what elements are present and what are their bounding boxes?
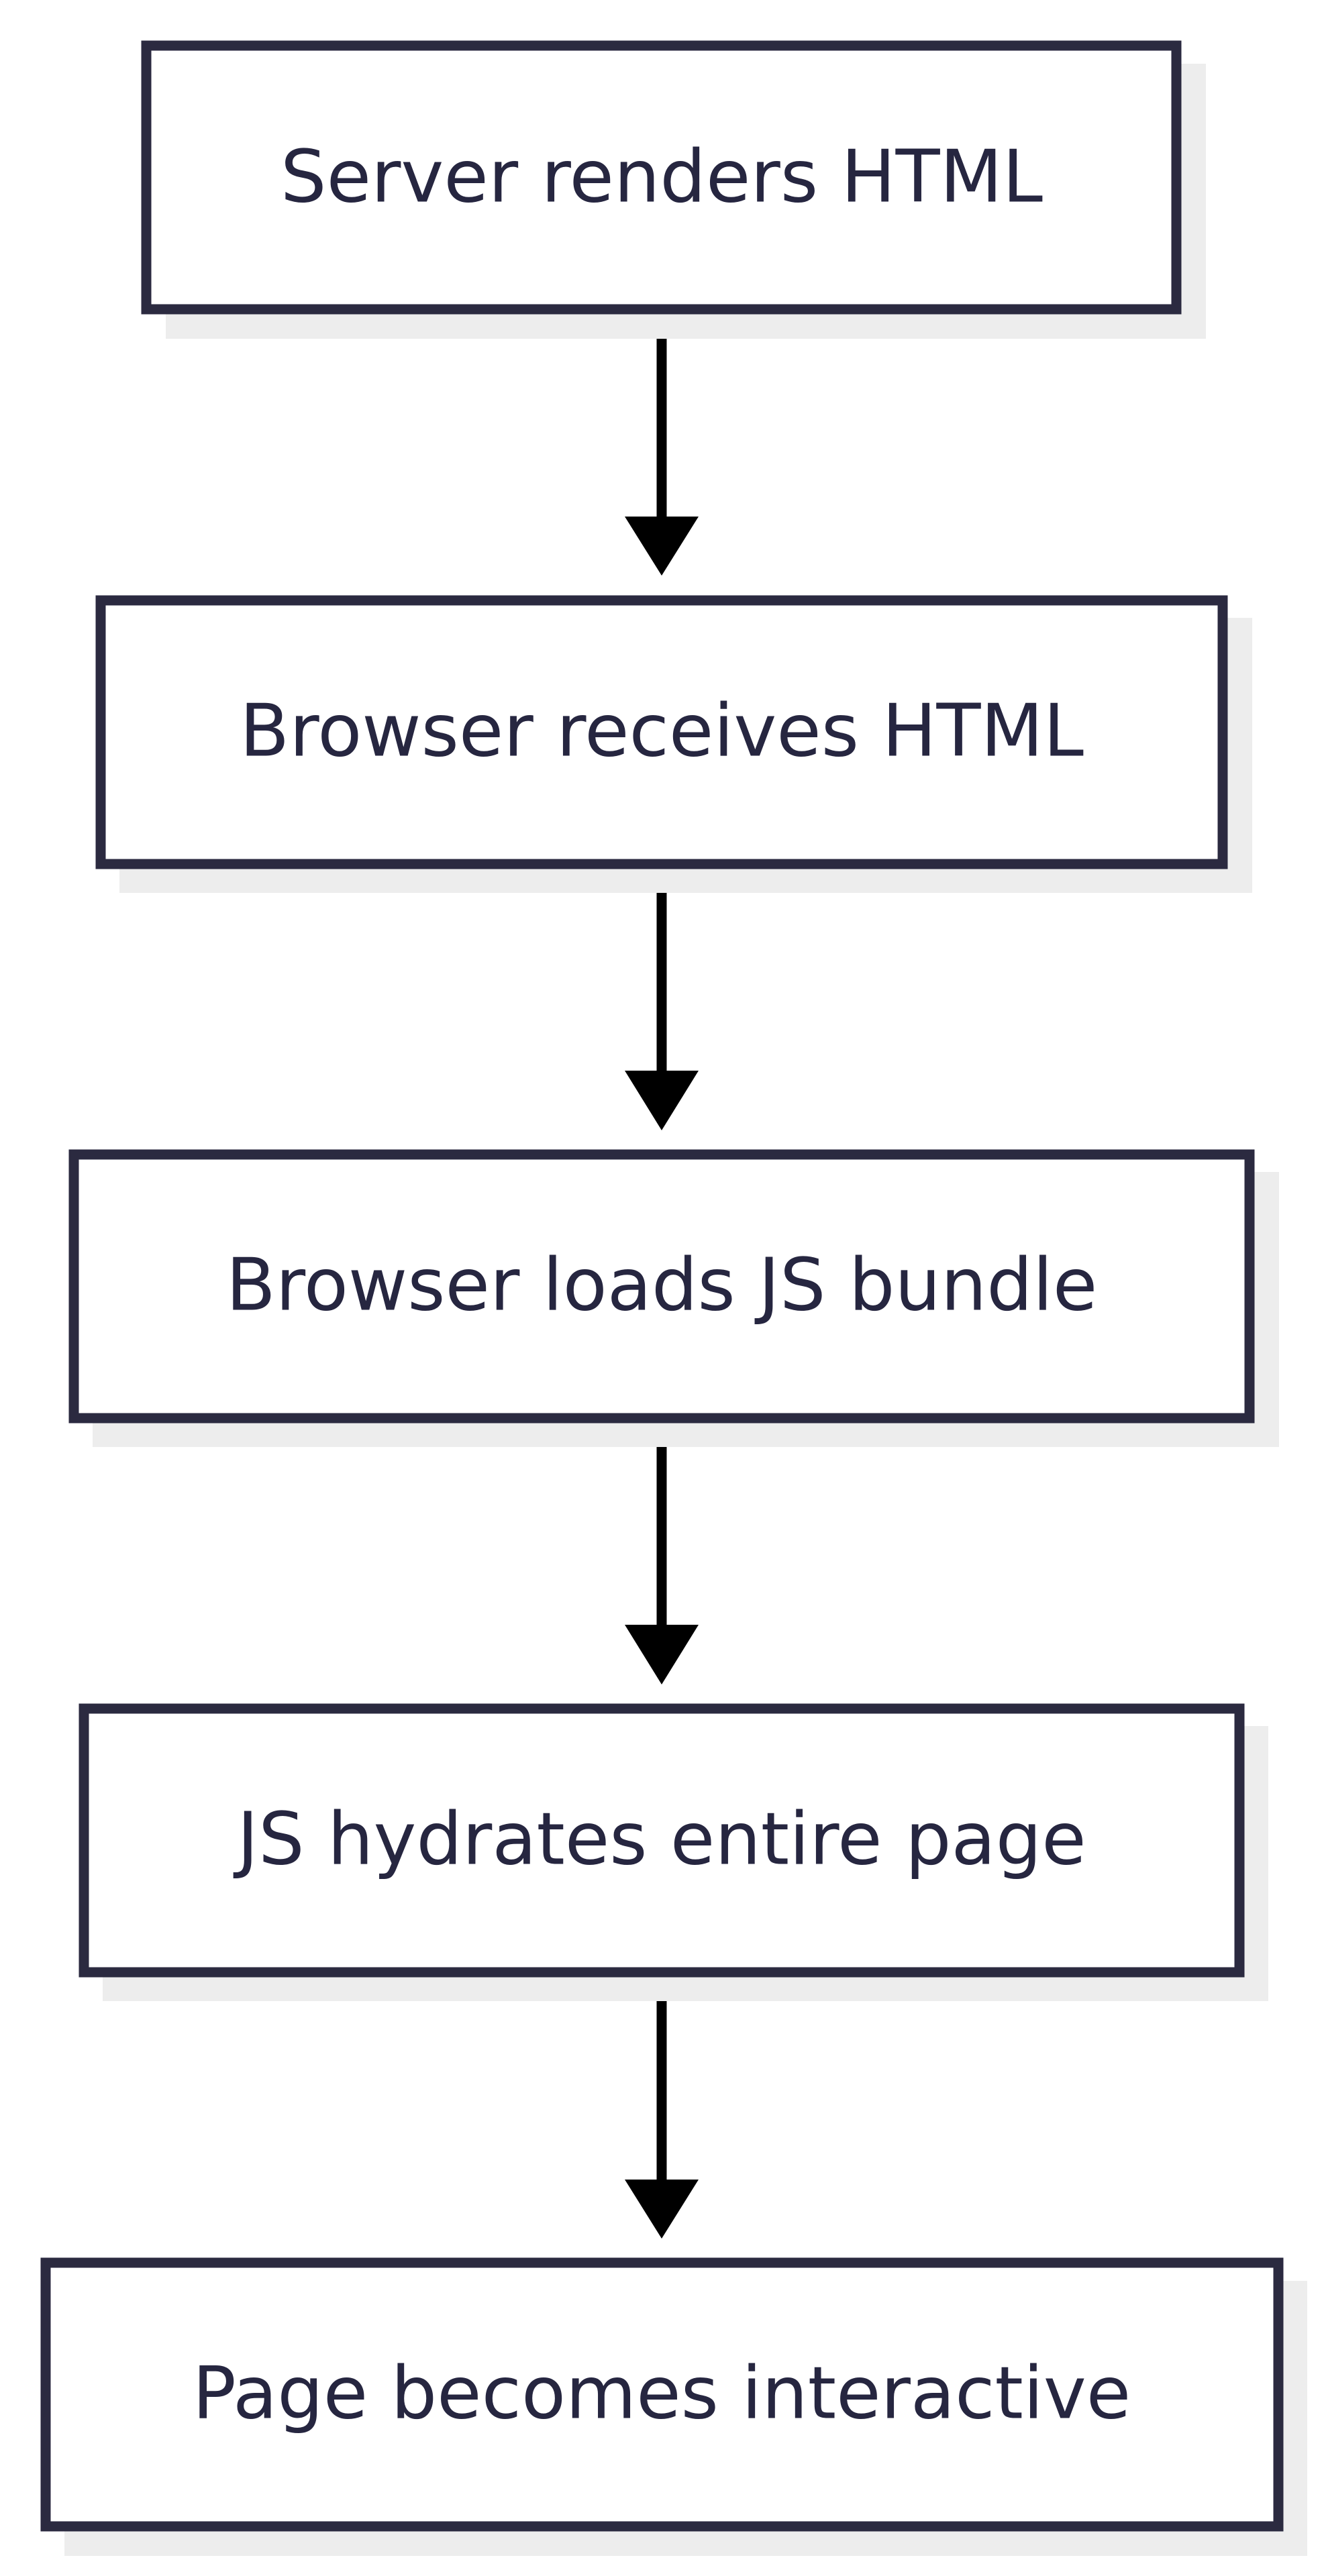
arrowhead-icon [625,1625,699,1684]
node-page-becomes-interactive: Page becomes interactive [40,2257,1307,2556]
node-label: Browser receives HTML [240,690,1084,773]
edge-receive-to-loadjs [625,865,699,1130]
edge-loadjs-to-hydrate [625,1419,699,1684]
node-label: Server renders HTML [281,136,1043,219]
node-server-renders-html: Server renders HTML [141,40,1206,339]
arrowhead-icon [625,1071,699,1130]
node-label: Page becomes interactive [193,2352,1131,2436]
arrowhead-icon [625,517,699,576]
arrowhead-icon [625,2180,699,2239]
node-label: JS hydrates entire page [233,1798,1086,1882]
node-label: Browser loads JS bundle [226,1244,1098,1328]
edge-server-to-receive [625,311,699,576]
node-browser-loads-js-bundle: Browser loads JS bundle [68,1149,1279,1447]
edge-hydrate-to-interactive [625,1973,699,2239]
node-browser-receives-html: Browser receives HTML [95,595,1252,893]
node-js-hydrates-entire-page: JS hydrates entire page [79,1703,1268,2001]
